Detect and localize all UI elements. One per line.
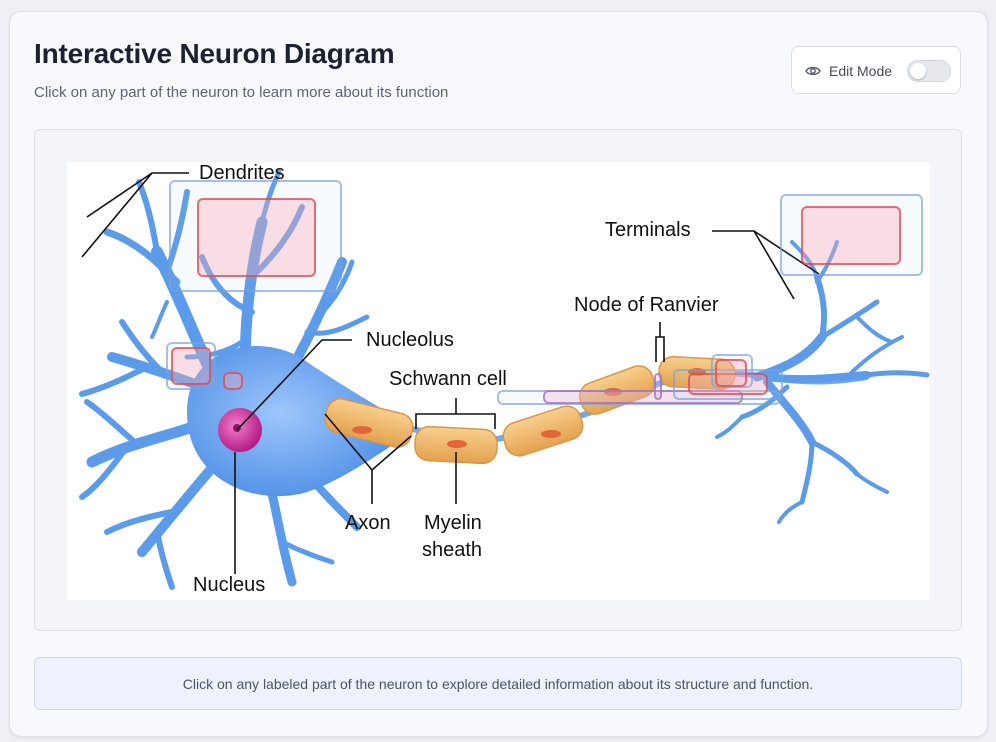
terminals-shape [715,240,930,524]
label-node-of-ranvier: Node of Ranvier [574,294,719,316]
soma-shape [187,346,397,497]
label-nucleolus: Nucleolus [366,329,454,351]
instruction-hint: Click on any labeled part of the neuron … [34,657,962,710]
label-dendrites: Dendrites [199,162,285,184]
neuron-diagram: Dendrites Terminals Node of Ranvier Nucl… [67,162,930,600]
hotspot-soma[interactable] [171,347,211,385]
page-subtitle: Click on any part of the neuron to learn… [34,84,449,101]
edit-mode-toggle[interactable]: Edit Mode [791,46,961,94]
edit-mode-switch[interactable] [907,60,951,82]
label-sheath: sheath [422,539,483,561]
edit-mode-label: Edit Mode [829,63,893,79]
neuron-diagram-card: Interactive Neuron Diagram Click on any … [9,11,988,737]
hotspot-nucleolus[interactable] [223,372,243,390]
diagram-panel: Dendrites Terminals Node of Ranvier Nucl… [34,129,962,631]
edit-mode-switch-knob [910,63,926,79]
hotspot-node-of-ranvier[interactable] [654,373,662,400]
label-terminals: Terminals [605,219,691,241]
nucleolus-shape [233,424,241,432]
hotspot-terminals[interactable] [801,206,901,265]
hotspot-schwann-cell[interactable] [715,359,747,387]
label-axon: Axon [345,512,391,534]
label-myelin: Myelin [424,512,482,534]
label-schwann-cell: Schwann cell [389,368,507,390]
eye-icon [805,66,821,76]
leader-lines [81,172,820,574]
label-nucleus: Nucleus [193,574,266,596]
hotspot-dendrites[interactable] [197,198,316,277]
hotspot-myelin-sheath[interactable] [688,373,768,395]
page-title: Interactive Neuron Diagram [34,38,395,69]
